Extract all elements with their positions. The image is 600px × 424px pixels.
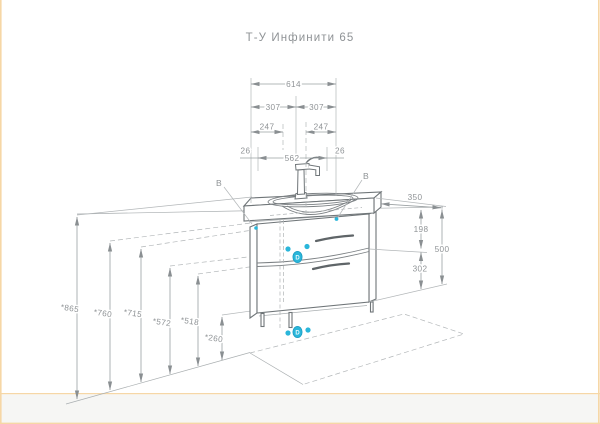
service-dot [254, 226, 258, 230]
dim-height-518: *518 [180, 316, 200, 327]
basin-bowl-front [281, 198, 357, 215]
drain-point-mid [292, 250, 303, 263]
left-dimension-group: *865 *760 *715 *572 *518 *260 [59, 196, 294, 400]
dim-width-614: 614 [286, 80, 301, 89]
dim-height-760: *760 [93, 308, 113, 319]
dim-height-715: *715 [123, 308, 143, 319]
cabinet-right-panel [368, 209, 377, 303]
dim-height-500: 500 [435, 245, 450, 254]
point-callouts: В В [215, 170, 370, 225]
dim-height-260: *260 [204, 333, 224, 344]
point-label-b-right: В [363, 171, 369, 181]
service-dot [305, 327, 311, 333]
dim-width-307-left: 307 [266, 103, 281, 112]
cabinet-legs [260, 301, 374, 329]
dim-width-26-left: 26 [241, 147, 251, 156]
service-dot [304, 243, 310, 250]
service-dot [285, 246, 291, 252]
service-dot [334, 217, 339, 221]
service-points: D D [254, 217, 339, 338]
drain-point-bottom-label: D [295, 330, 300, 336]
dim-height-198: 198 [414, 225, 429, 234]
faucet-spout [308, 164, 320, 176]
dim-height-572: *572 [152, 317, 172, 328]
dim-width-247-left: 247 [260, 123, 275, 132]
dim-width-307-right: 307 [309, 103, 324, 112]
dim-width-247-right: 247 [314, 123, 329, 132]
drawer-divider [256, 247, 370, 264]
washbasin [242, 190, 383, 222]
dim-height-865: *865 [60, 303, 80, 314]
drain-point-mid-label: D [295, 255, 300, 261]
dim-depth-350: 350 [408, 193, 423, 202]
drawer-handle-top [314, 234, 355, 243]
dim-width-26-right: 26 [335, 147, 345, 156]
point-label-b-left: В [216, 178, 222, 188]
basin-bowl-outline [267, 192, 359, 208]
floor-footprint [249, 313, 466, 385]
cabinet-front [256, 213, 370, 314]
cabinet [248, 209, 377, 330]
dim-height-302: 302 [413, 265, 428, 274]
cabinet-left-panel [249, 223, 258, 320]
vanity-unit [242, 156, 383, 330]
drawer-handle-bottom [311, 262, 351, 271]
top-dimension-group: 614 307 307 247 247 26 562 26 [239, 78, 346, 214]
drawing-title: Т-У Инфинити 65 [246, 32, 355, 44]
drain-point-bottom [292, 325, 303, 338]
dim-width-562: 562 [285, 154, 300, 163]
right-dimension-group: 350 198 500 302 [368, 192, 451, 303]
service-dot [285, 330, 291, 336]
faucet [294, 156, 322, 200]
